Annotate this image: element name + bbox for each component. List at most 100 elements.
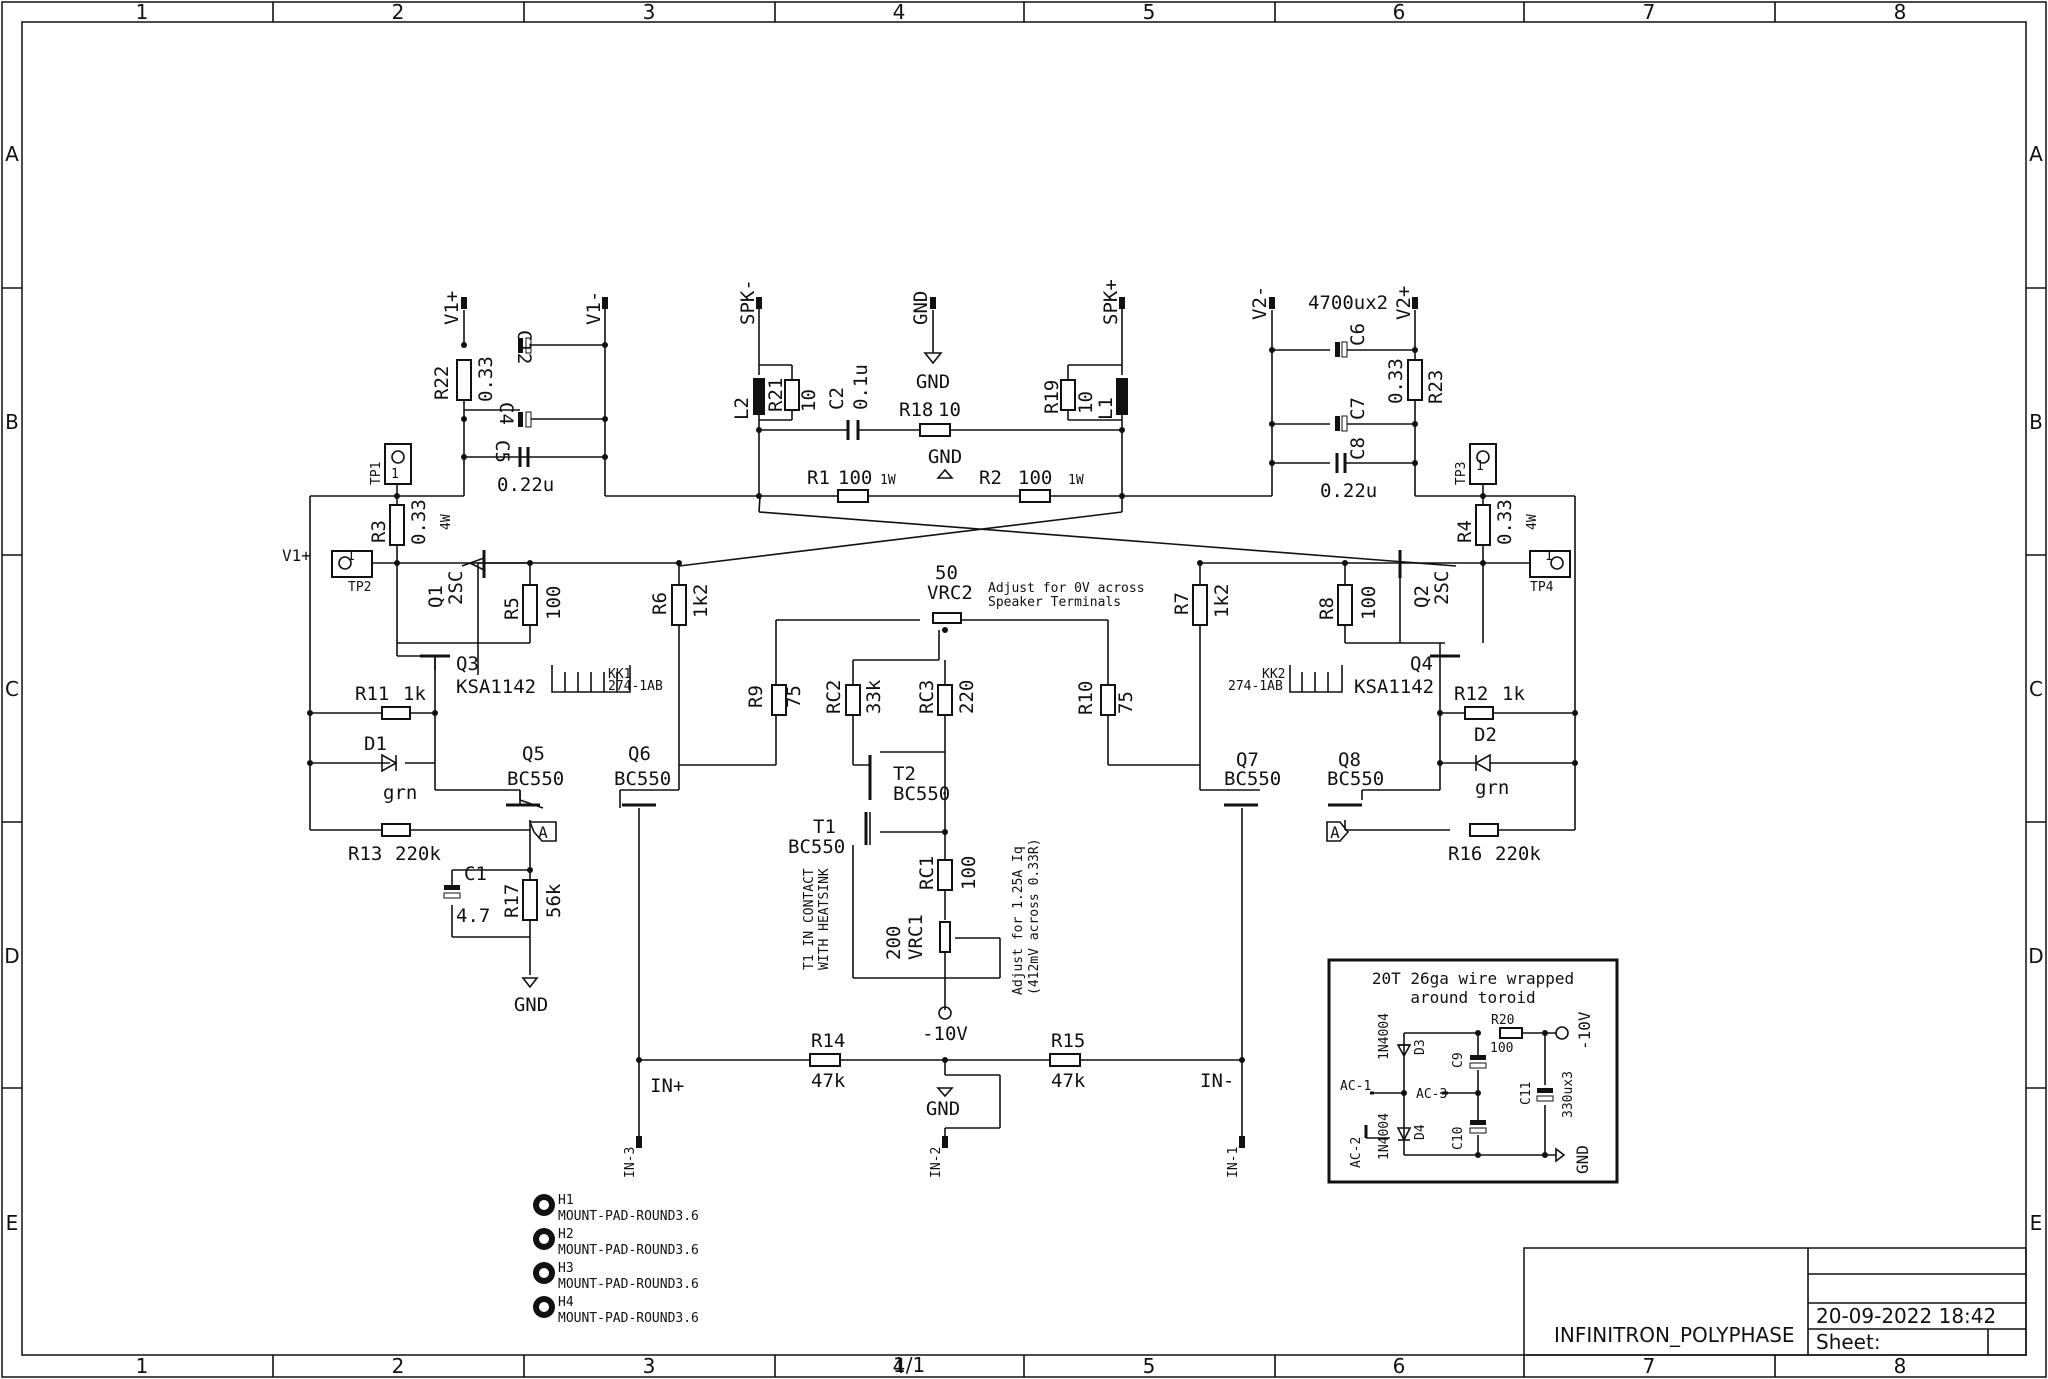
q6-value: BC550 [614, 768, 671, 790]
c1-value: 4.7 [456, 905, 490, 927]
spk-plus-flag: SPK+ [1100, 279, 1122, 325]
tp4-ref: TP4 [1530, 580, 1554, 595]
r2-value: 100 [1018, 467, 1052, 489]
ac3-label: AC-3 [1416, 1087, 1447, 1102]
t2-value: BC550 [893, 783, 950, 805]
r4-power: 4W [1525, 514, 1540, 530]
l1-ref: L1 [1095, 397, 1117, 420]
tp2-ref: TP2 [348, 580, 371, 595]
sheet-number: 1/1 [893, 1353, 925, 1377]
r20-ref: R20 [1491, 1013, 1514, 1028]
tp3-ref: TP3 [1454, 462, 1469, 485]
tp1-pin: 1 [391, 467, 399, 482]
r15-ref: R15 [1051, 1030, 1085, 1052]
c12-ref: C12 [513, 330, 535, 364]
r3-ref: R3 [368, 520, 390, 543]
spk-minus-flag: SPK- [737, 279, 759, 325]
vrc2-ref: VRC2 [927, 582, 973, 604]
tp1-ref: TP1 [369, 462, 384, 485]
col-label-bottom-8: 8 [1894, 1354, 1907, 1378]
r22-ref: R22 [431, 366, 453, 400]
col-label-8: 8 [1894, 0, 1907, 24]
drawing-date: 20-09-2022 18:42 [1816, 1304, 1996, 1328]
c8-value: 0.22u [1320, 480, 1377, 502]
q5-value: BC550 [507, 768, 564, 790]
vrc2-value: 50 [935, 562, 958, 584]
power-flags: V1+ V1- SPK- GND GND SPK+ V2- V2+ V1+ [282, 279, 1418, 565]
q4-ref: Q4 [1410, 653, 1433, 675]
r18-ref: R18 [899, 399, 933, 421]
gnd-mid-label: GND [928, 446, 962, 468]
rc1-ref: RC1 [916, 856, 938, 890]
kk1-ref: KK1 [608, 667, 631, 682]
row-label-right-b: B [2029, 410, 2043, 434]
v1p-side-label: V1+ [282, 546, 311, 565]
q1-value: 2SC [445, 571, 467, 605]
r4-ref: R4 [1454, 520, 1476, 543]
r8-ref: R8 [1316, 597, 1338, 620]
r20-value: 100 [1490, 1041, 1513, 1056]
vrc1-ref: VRC1 [905, 914, 927, 960]
junctions [307, 342, 1578, 1063]
h2-value: MOUNT-PAD-ROUND3.6 [558, 1243, 699, 1258]
neg10-supply-label: -10V [1575, 1011, 1594, 1050]
col-label-bottom-7: 7 [1643, 1354, 1656, 1378]
in2-label: IN-2 [929, 1147, 944, 1178]
gnd-bottom-label: GND [926, 1098, 960, 1120]
q7-value: BC550 [1224, 768, 1281, 790]
gnd-supply-label: GND [1573, 1145, 1592, 1174]
d4-ref: D4 [1413, 1124, 1428, 1140]
c4-ref: C4 [495, 402, 517, 425]
mounting-holes: H1 MOUNT-PAD-ROUND3.6 H2 MOUNT-PAD-ROUND… [533, 1193, 699, 1326]
c5-ref: C5 [491, 440, 513, 463]
port-a-right: A [1330, 823, 1340, 842]
h1-value: MOUNT-PAD-ROUND3.6 [558, 1209, 699, 1224]
d3-value: 1N4004 [1377, 1013, 1392, 1060]
r15-value: 47k [1051, 1070, 1086, 1092]
tp2-pin: 1 [347, 549, 355, 564]
c6-value: 4700ux2 [1308, 292, 1388, 314]
r3-value: 0.33 [408, 499, 430, 545]
right-driver: 1 TP3 1 TP4 R4 0.33 4W Q2 2SC R8 100 R7 … [1171, 443, 1571, 865]
h1-ref: H1 [558, 1193, 574, 1208]
row-label-b: B [5, 410, 19, 434]
row-label-right-e: E [2030, 1211, 2043, 1235]
tp3-pin: 1 [1476, 459, 1484, 474]
l2-ref: L2 [731, 397, 753, 420]
r16-ref: R16 [1448, 843, 1482, 865]
c7-ref: C7 [1347, 397, 1369, 420]
top-components: R22 0.33 C12 C4 C5 0.22u L2 R21 10 C2 0.… [431, 292, 1447, 503]
v2p-flag: V2+ [1393, 286, 1415, 320]
r10-value: 75 [1115, 691, 1137, 714]
r14-value: 47k [811, 1070, 846, 1092]
col-label-5: 5 [1143, 0, 1156, 24]
rc3-value: 220 [956, 680, 978, 714]
q2-value: 2SC [1431, 571, 1453, 605]
col-label-bottom-4: 4 [893, 1354, 906, 1378]
t1-note-2: WITH HEATSINK [817, 868, 832, 970]
r1-power: 1W [880, 473, 896, 488]
q4-value: KSA1142 [1354, 676, 1434, 698]
v2m-flag: V2- [1249, 286, 1271, 320]
r12-ref: R12 [1454, 683, 1488, 705]
v1p-flag: V1+ [441, 291, 463, 325]
tp4-pin: 1 [1545, 549, 1553, 564]
c11-value: 330ux3 [1561, 1071, 1576, 1118]
col-label-bottom-5: 5 [1143, 1354, 1156, 1378]
c2-ref: C2 [826, 387, 848, 410]
r4-value: 0.33 [1494, 499, 1516, 545]
col-label-4: 4 [893, 0, 906, 24]
r14-ref: R14 [811, 1030, 845, 1052]
gnd-top-flag: GND [910, 291, 932, 325]
ac1-label: AC-1 [1340, 1079, 1371, 1094]
r5-ref: R5 [501, 597, 523, 620]
r2-power: 1W [1068, 473, 1084, 488]
vrc2-note-1: Adjust for 0V across [988, 581, 1145, 596]
d4-value: 1N4004 [1377, 1113, 1392, 1160]
v1m-flag: V1- [583, 291, 605, 325]
c1-ref: C1 [464, 863, 487, 885]
h4-value: MOUNT-PAD-ROUND3.6 [558, 1311, 699, 1326]
r10-ref: R10 [1075, 681, 1097, 715]
